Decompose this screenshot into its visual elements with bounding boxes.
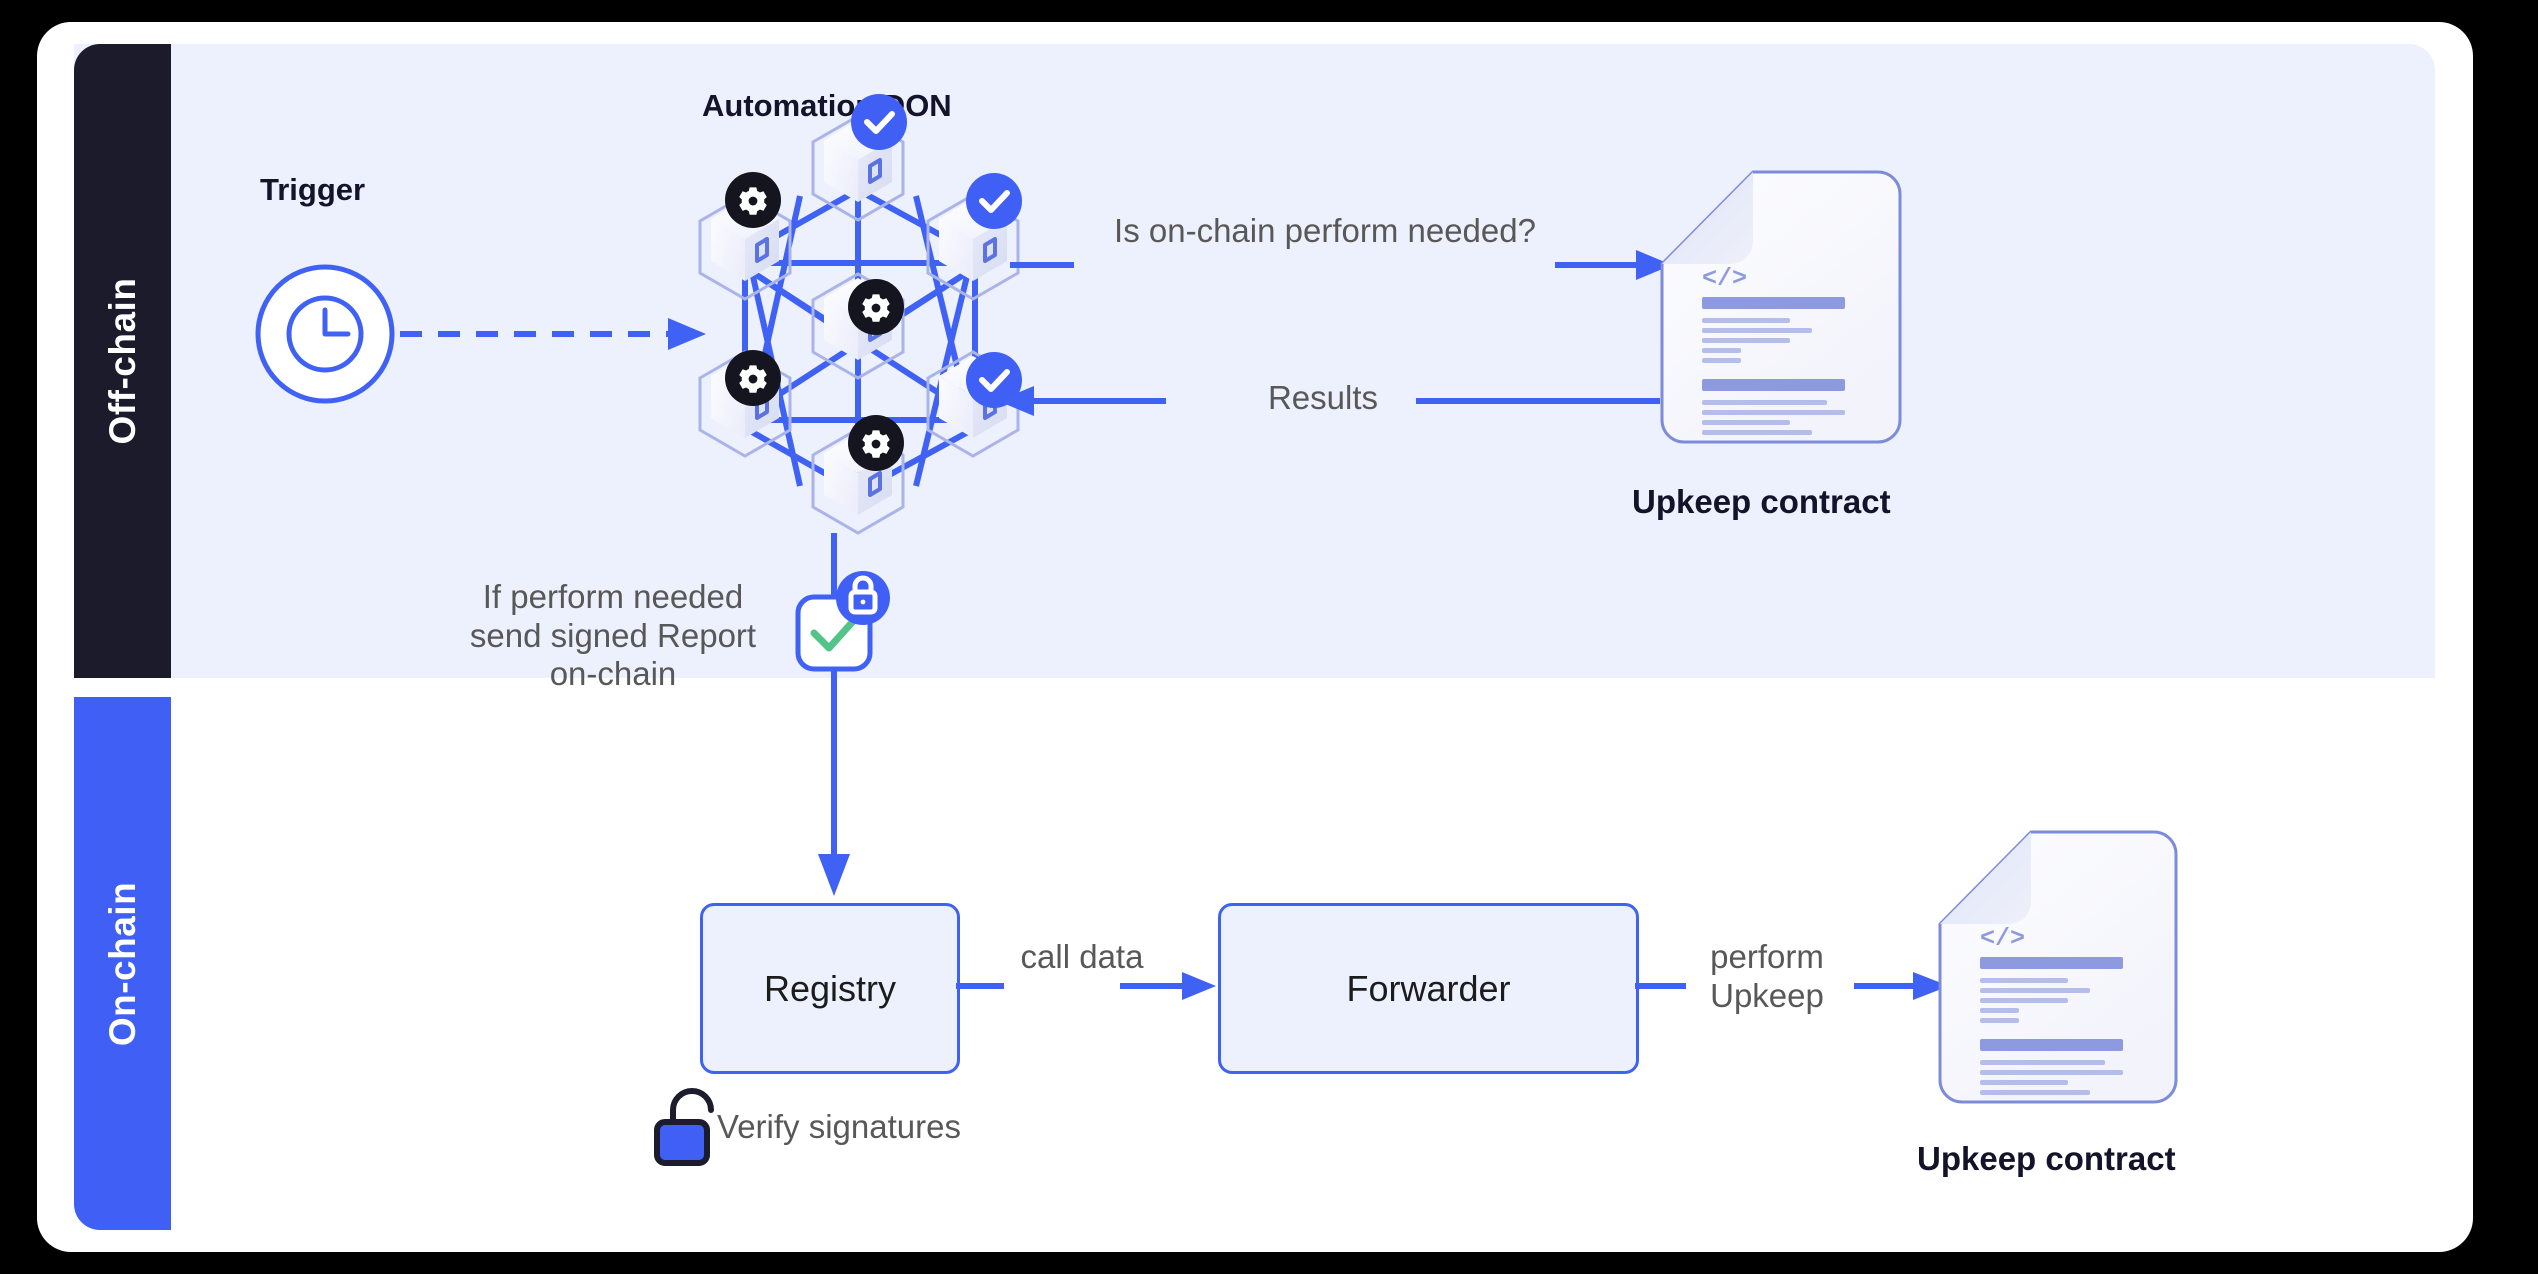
- offchain-band: [74, 44, 2435, 678]
- offchain-sidebar-label: Off-chain: [101, 277, 143, 445]
- upkeep-contract-onchain-label: Upkeep contract: [1917, 1140, 2176, 1177]
- forwarder-box-label: Forwarder: [1346, 967, 1511, 1009]
- onchain-sidebar: On-chain: [74, 697, 171, 1230]
- is-onchain-perform-needed-label: Is on-chain perform needed?: [1114, 212, 1536, 249]
- call-data-label: call data: [1020, 938, 1144, 975]
- onchain-sidebar-label: On-chain: [101, 881, 143, 1046]
- results-label: Results: [1267, 379, 1379, 416]
- don-title: Automation DON: [702, 88, 952, 123]
- upkeep-contract-offchain-label: Upkeep contract: [1632, 483, 1891, 520]
- perform-upkeep-label: perform Upkeep: [1710, 938, 1824, 1014]
- signed-report-label: If perform needed send signed Report on-…: [469, 578, 757, 693]
- trigger-title: Trigger: [260, 172, 366, 207]
- forwarder-box[interactable]: Forwarder: [1218, 903, 1639, 1074]
- verify-signatures-label: Verify signatures: [717, 1108, 961, 1145]
- registry-box[interactable]: Registry: [700, 903, 960, 1074]
- offchain-sidebar: Off-chain: [74, 44, 171, 678]
- clock-icon: [255, 264, 395, 404]
- registry-box-label: Registry: [763, 967, 897, 1009]
